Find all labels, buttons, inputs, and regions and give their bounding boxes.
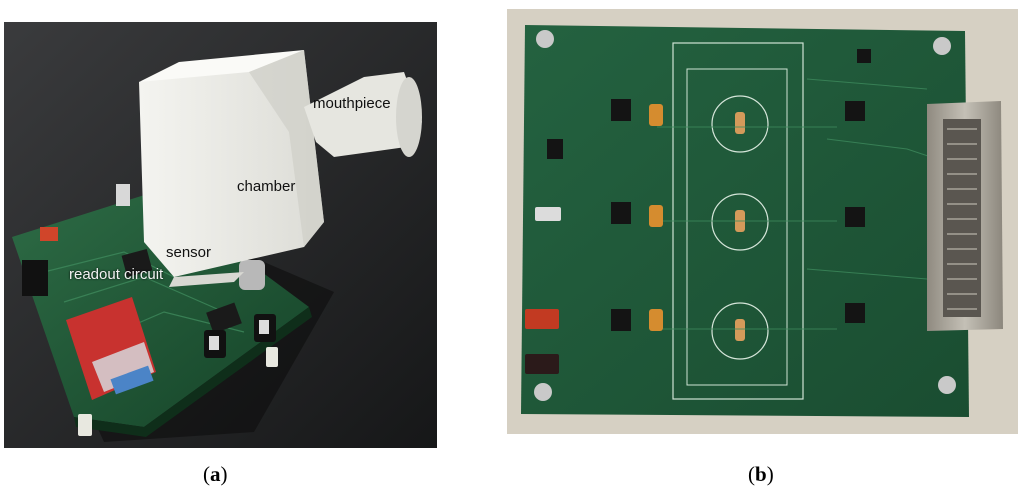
- photo-panel-a: mouthpiece chamber sensor readout circui…: [4, 22, 437, 448]
- caption-a: (a): [203, 462, 228, 486]
- caption-b: (b): [748, 462, 774, 486]
- black-terminal: [525, 354, 559, 374]
- pcb-photo: [507, 9, 1018, 434]
- label-chamber: chamber: [237, 178, 296, 195]
- screw-top-left: [536, 30, 554, 48]
- screw-top-right: [933, 37, 951, 55]
- red-terminal: [525, 309, 559, 329]
- crystal-component: [239, 260, 265, 290]
- screw-bottom-left: [534, 383, 552, 401]
- sensor-socket-3: [711, 302, 769, 360]
- mouthpiece: [304, 72, 422, 157]
- label-mouthpiece: mouthpiece: [313, 95, 391, 112]
- photo-panel-b: [507, 9, 1018, 434]
- screw-bottom-right: [938, 376, 956, 394]
- orange-switch: [40, 227, 58, 241]
- label-readout-circuit: readout circuit: [69, 266, 164, 283]
- label-sensor: sensor: [166, 244, 212, 261]
- header-connector: [22, 260, 48, 296]
- device-photo: [4, 22, 437, 448]
- sensor-socket-2: [711, 193, 769, 251]
- sensor-socket-1: [711, 95, 769, 153]
